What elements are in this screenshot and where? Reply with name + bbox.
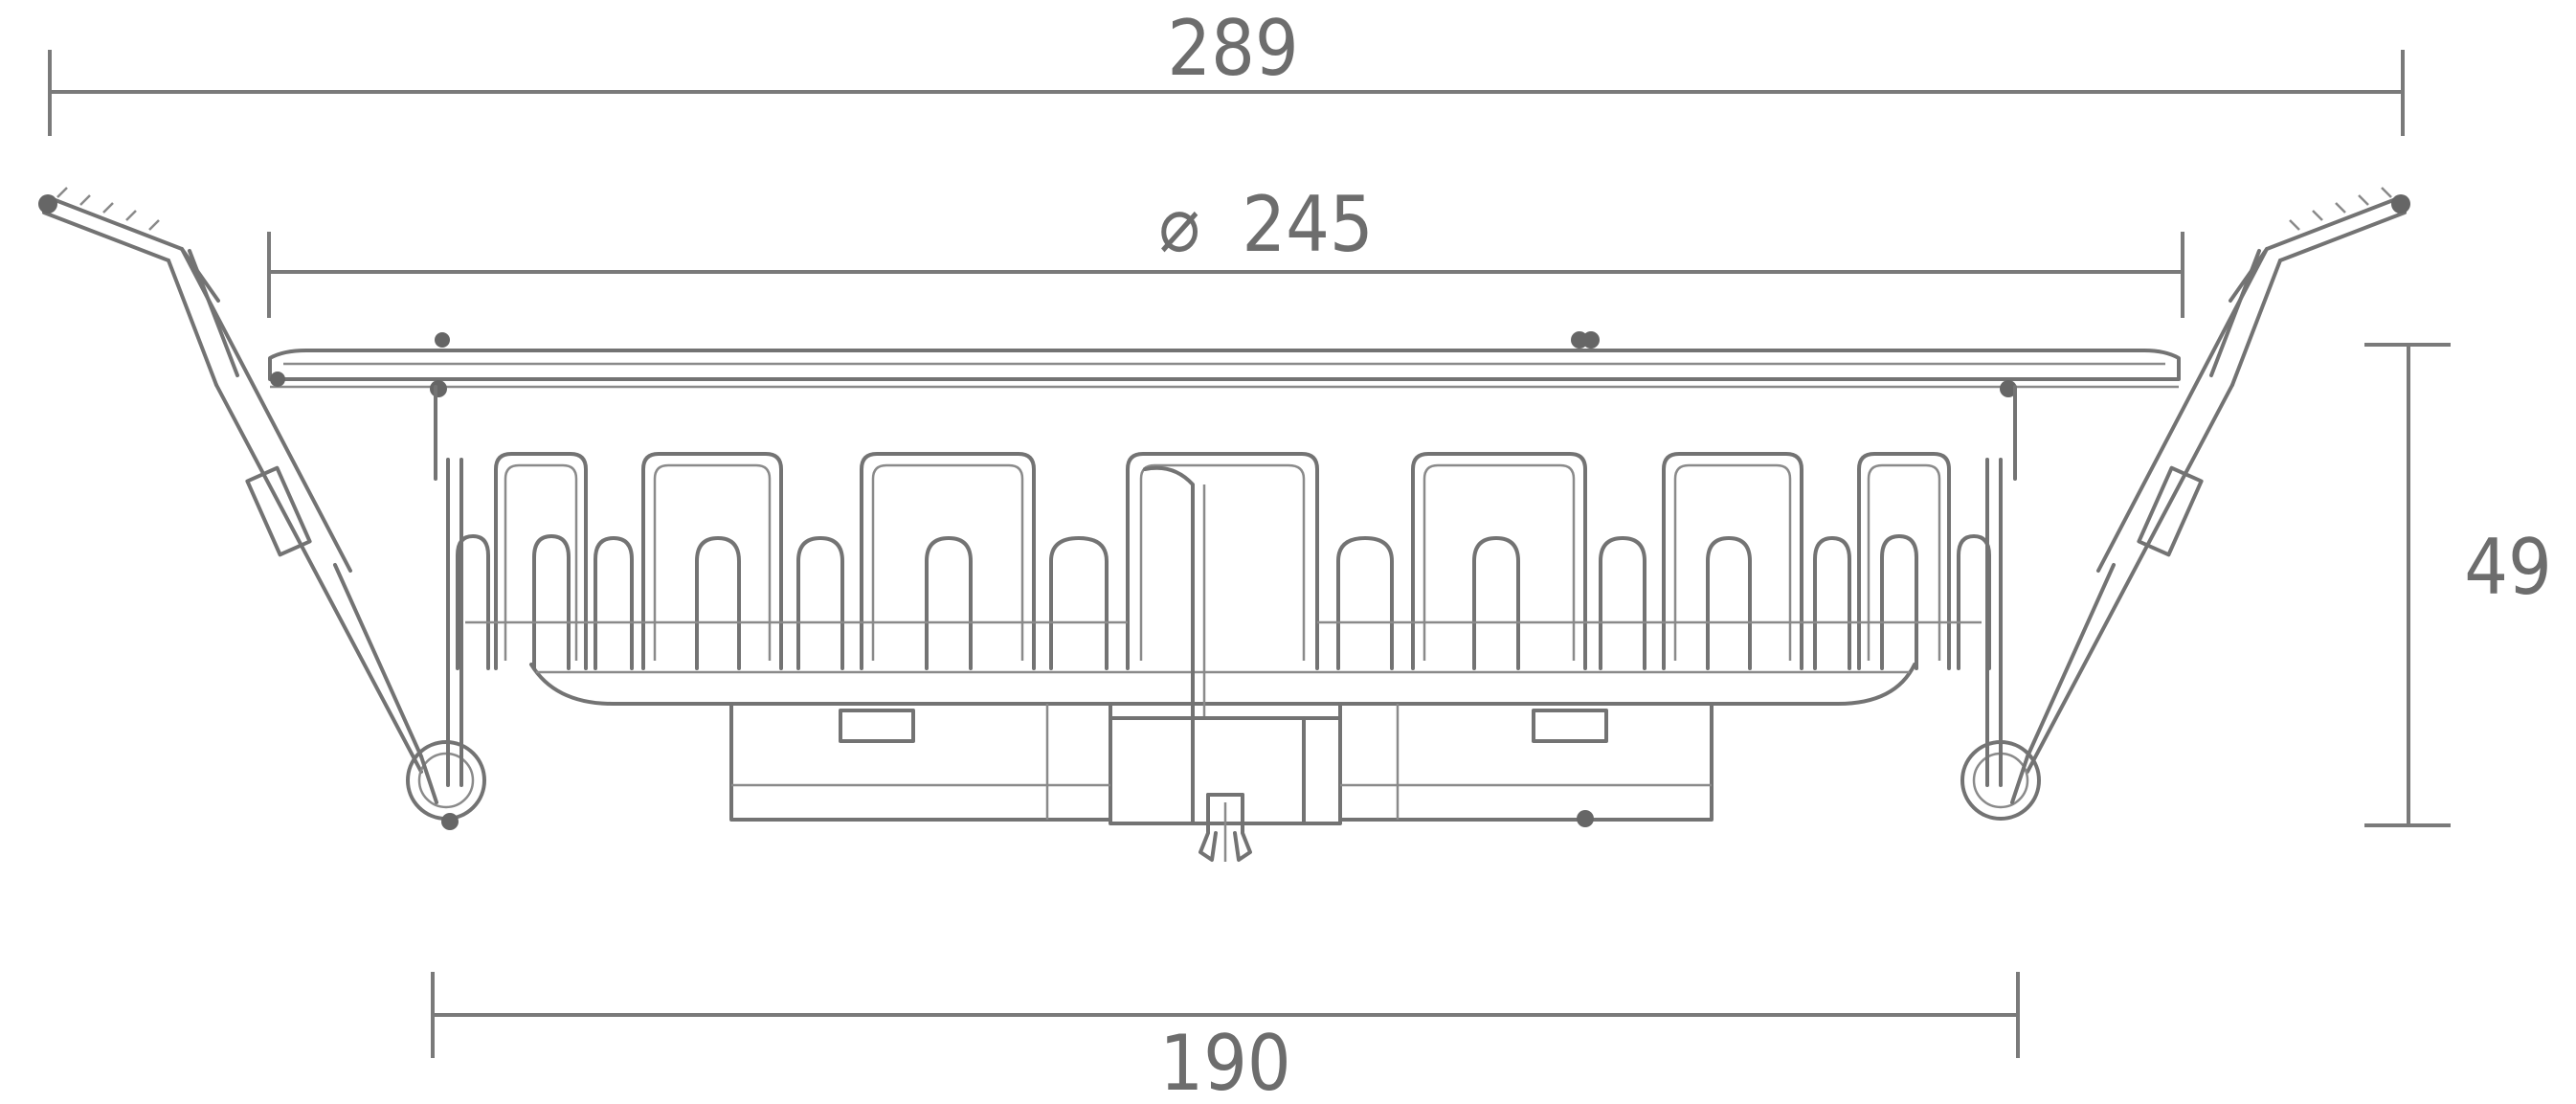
front-trim-ring xyxy=(268,331,2181,397)
diameter-symbol: ⌀ xyxy=(1158,180,1199,269)
height-label: 49 xyxy=(2464,523,2552,612)
cutout-diameter-dimension: ⌀ 245 xyxy=(267,180,2184,318)
body-width-label: 190 xyxy=(1159,1019,1290,1104)
cutout-diameter-label: 245 xyxy=(1242,180,1373,269)
overall-width-dimension: 289 xyxy=(48,4,2405,136)
overall-width-label: 289 xyxy=(1167,4,1298,93)
height-dimension: 49 xyxy=(2364,343,2552,827)
left-spring-clip xyxy=(38,187,486,830)
housing xyxy=(434,385,2017,706)
right-spring-clip xyxy=(1960,187,2410,821)
wire-connector-clip xyxy=(1198,793,1252,862)
body-width-dimension: 190 xyxy=(431,972,2020,1104)
driver-housing xyxy=(729,702,1714,827)
heat-sink-fins xyxy=(456,452,1991,720)
